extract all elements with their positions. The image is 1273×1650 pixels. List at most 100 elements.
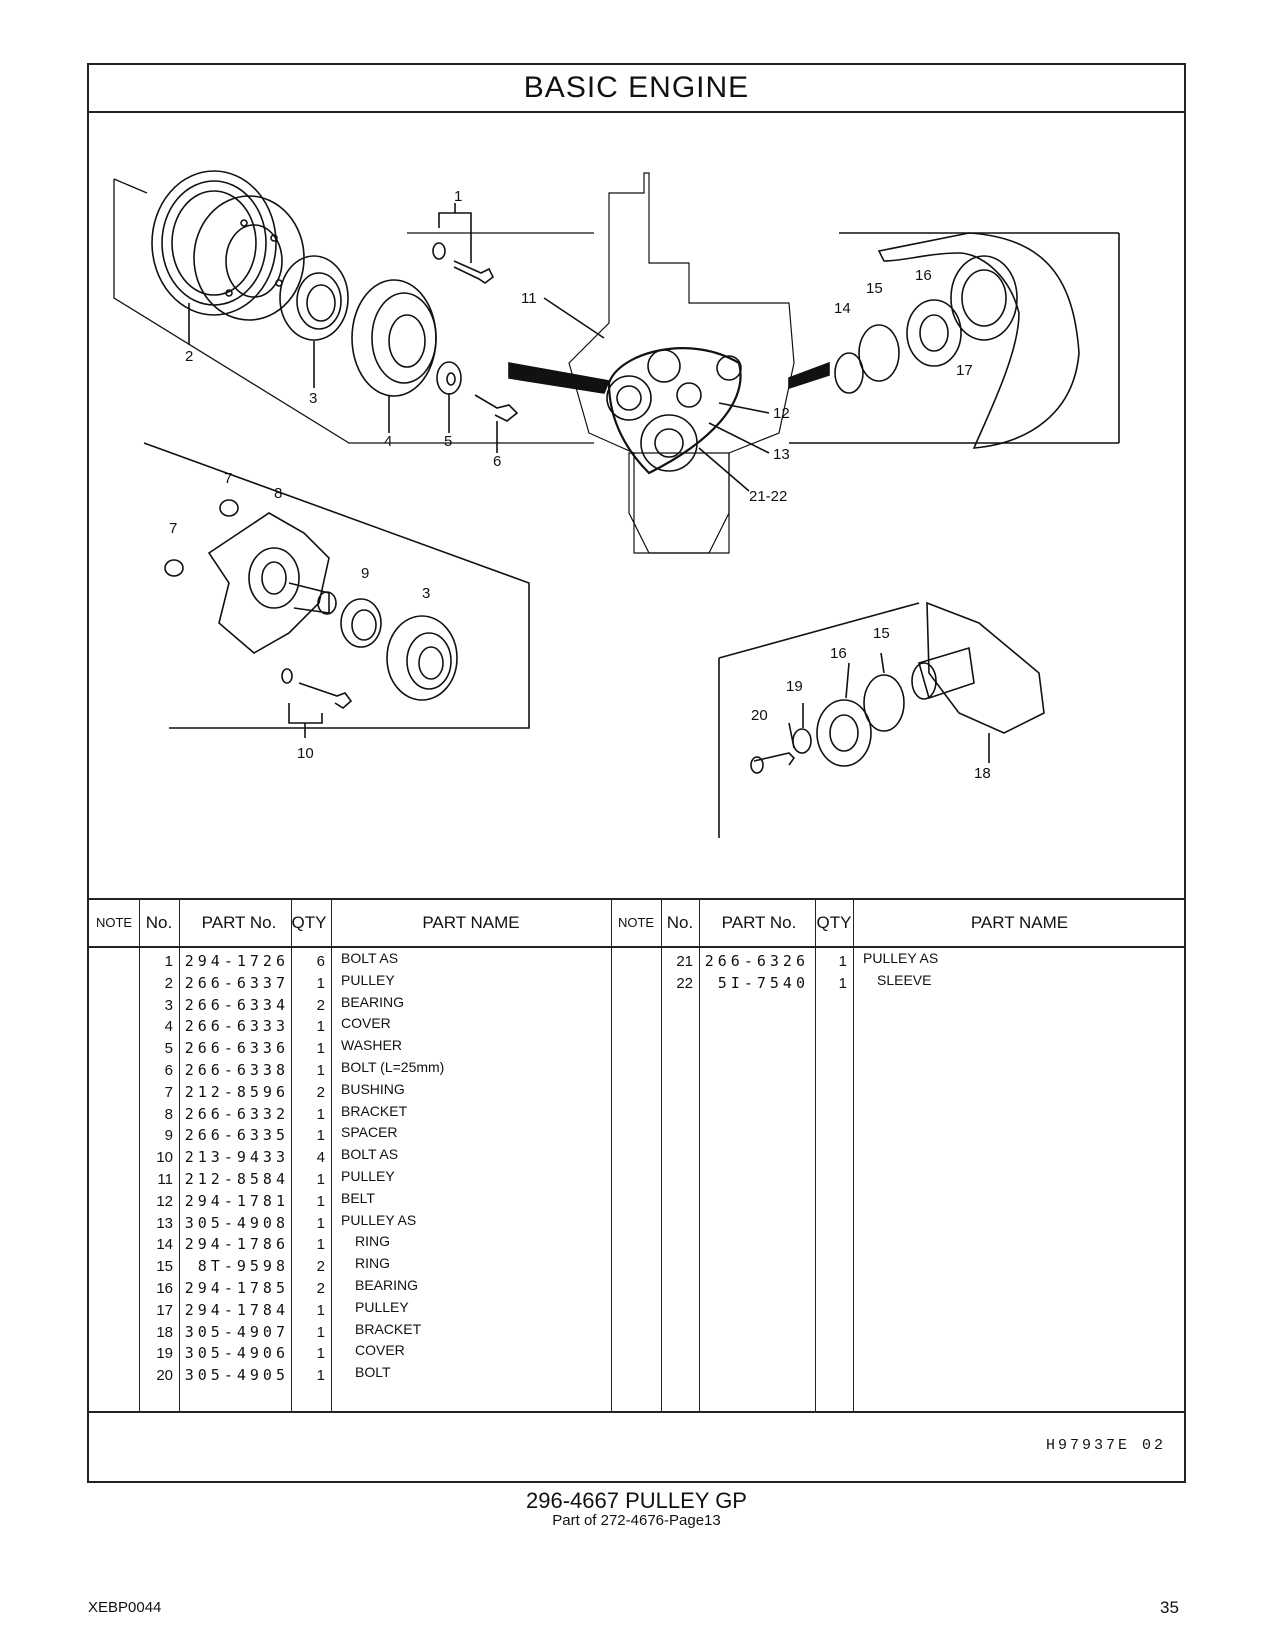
header-qty-right: QTY: [816, 913, 852, 932]
header-qty-left: QTY: [291, 913, 327, 932]
header-partno-left: PART No.: [201, 913, 277, 932]
item-number: 16: [156, 1280, 173, 1297]
part-name: COVER: [341, 1015, 391, 1032]
callout-5: 5: [444, 433, 452, 450]
item-number: 4: [164, 1018, 173, 1036]
illustration-code: H97937E 02: [1045, 1437, 1166, 1454]
callout-13: 13: [773, 446, 790, 463]
exploded-view-diagram: 1 2 3 4 5 6 7 8 7 9 3 10 11 12 13 21-22 …: [113, 170, 1120, 838]
header-partno-right: PART No.: [721, 913, 797, 932]
part-name: WASHER: [341, 1037, 402, 1054]
callout-10: 10: [297, 745, 314, 762]
header-partname-right: PART NAME: [970, 913, 1069, 932]
quantity: 1: [316, 1062, 325, 1079]
quantity: 1: [316, 1127, 325, 1145]
part-name: PULLEY AS: [863, 950, 939, 966]
part-number: 294-1784: [184, 1300, 289, 1319]
document-id: XEBP0044: [88, 1599, 162, 1616]
part-number: 266-6338: [184, 1061, 289, 1079]
item-number: 13: [156, 1214, 173, 1232]
quantity: 1: [316, 1040, 325, 1058]
table-header: NOTE No. PART No. QTY PART NAME NOTE No.…: [89, 900, 1184, 948]
callout-16: 16: [915, 267, 932, 284]
parts-table: NOTE No. PART No. QTY PART NAME NOTE No.…: [89, 898, 1184, 1413]
part-number: 305-4906: [184, 1344, 289, 1363]
item-number: 20: [156, 1367, 173, 1385]
part-name: BRACKET: [341, 1102, 408, 1119]
quantity: 1: [316, 1214, 325, 1232]
quantity: 1: [316, 1236, 325, 1254]
part-number: 266-6326: [704, 952, 809, 970]
part-number: 266-6333: [184, 1017, 289, 1036]
header-partname-left: PART NAME: [422, 913, 520, 932]
group-subtitle: Part of 272-4676-Page13: [552, 1512, 721, 1529]
quantity: 1: [316, 1105, 325, 1123]
part-number: 294-1785: [184, 1279, 289, 1297]
callout-7a: 7: [224, 470, 232, 487]
part-name: BOLT AS: [341, 1146, 399, 1163]
quantity: 2: [316, 1258, 325, 1276]
callout-3: 3: [309, 390, 317, 407]
part-number: 305-4907: [184, 1322, 289, 1341]
quantity: 1: [316, 1018, 325, 1036]
callout-15b: 15: [873, 625, 890, 642]
item-number: 10: [156, 1149, 173, 1167]
item-number: 17: [156, 1301, 173, 1319]
header-no-left: No.: [145, 913, 173, 932]
header-note-right: NOTE: [617, 915, 655, 930]
callout-3b: 3: [422, 585, 430, 602]
part-number: 212-8584: [184, 1170, 289, 1188]
part-number: 266-6334: [184, 995, 289, 1014]
item-number: 7: [164, 1083, 173, 1101]
part-name: PULLEY: [341, 1168, 395, 1184]
quantity: 4: [316, 1149, 325, 1167]
callout-16b: 16: [830, 645, 847, 662]
item-number: 6: [164, 1062, 173, 1079]
part-name: RING: [355, 1233, 390, 1250]
header-no-right: No.: [666, 913, 694, 932]
quantity: 2: [316, 1280, 325, 1297]
item-number: 15: [156, 1258, 173, 1276]
part-number: 294-1726: [184, 952, 289, 970]
part-name: PULLEY AS: [341, 1211, 417, 1228]
quantity: 6: [316, 953, 325, 970]
callout-14: 14: [834, 300, 851, 317]
item-number: 19: [156, 1345, 173, 1363]
callout-8: 8: [274, 485, 282, 502]
part-name: PULLEY: [341, 971, 395, 988]
item-number: 21: [676, 953, 693, 970]
item-number: 1: [164, 953, 173, 970]
part-name: BOLT: [355, 1364, 391, 1381]
callout-18: 18: [974, 765, 991, 782]
quantity: 1: [316, 1192, 325, 1210]
part-name: COVER: [355, 1342, 405, 1359]
part-name: RING: [355, 1255, 390, 1272]
quantity: 2: [316, 1083, 325, 1101]
part-number: 212-8596: [184, 1082, 289, 1101]
item-number: 9: [164, 1127, 173, 1145]
part-name: PULLEY: [355, 1298, 409, 1315]
item-number: 8: [164, 1105, 173, 1123]
callout-19: 19: [786, 678, 803, 695]
callout-21-22: 21-22: [749, 488, 787, 505]
page-number: 35: [1160, 1598, 1179, 1617]
quantity: 1: [316, 974, 325, 992]
quantity: 2: [316, 996, 325, 1014]
quantity: 1: [316, 1301, 325, 1319]
header-note-left: NOTE: [95, 915, 133, 930]
callout-labels: 1 2 3 4 5 6 7 8 7 9 3 10 11 12 13 21-22 …: [169, 188, 991, 782]
item-number: 18: [156, 1323, 173, 1341]
part-number: 5I-7540: [717, 973, 809, 992]
part-name: BOLT (L=25mm): [341, 1059, 445, 1075]
callout-2: 2: [185, 348, 193, 365]
page-frame: BASIC ENGINE: [87, 63, 1186, 1483]
callout-20: 20: [751, 707, 768, 724]
part-number: 266-6335: [184, 1126, 289, 1145]
part-number: 266-6336: [184, 1039, 289, 1058]
callout-17: 17: [956, 362, 973, 379]
callout-6: 6: [493, 453, 501, 470]
callout-12: 12: [773, 405, 790, 422]
page-title: BASIC ENGINE: [89, 65, 1184, 113]
callout-7b: 7: [169, 520, 177, 537]
part-number: 8T-9598: [197, 1257, 289, 1276]
